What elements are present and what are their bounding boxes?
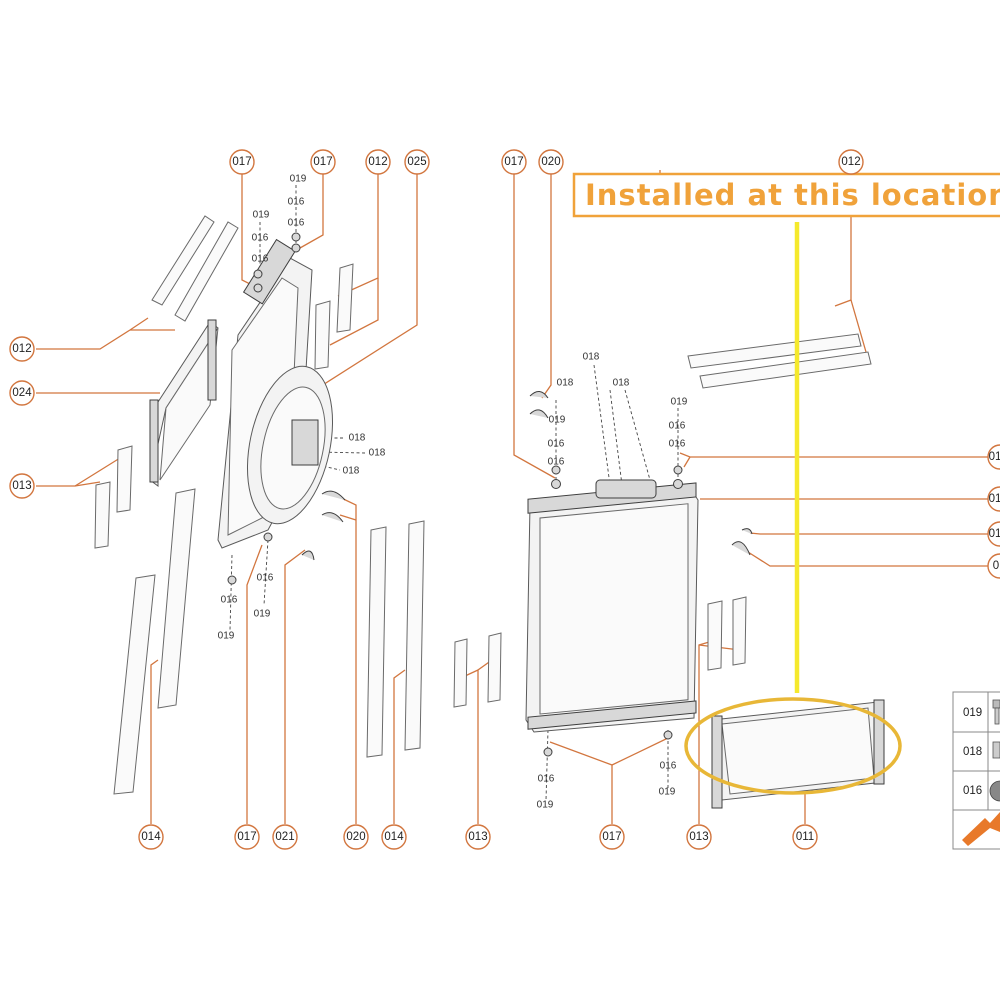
svg-text:017: 017 [504,156,523,168]
fastener-label: 018 [343,466,360,477]
callout: 013 [9,473,35,499]
fastener-label: 018 [613,378,630,389]
callout: 014 [138,824,164,850]
callouts-right: 01 01 01 0 [987,444,1000,579]
svg-text:01: 01 [989,528,1000,540]
fastener-label: 016 [221,595,238,606]
fastener-label: 016 [538,774,555,785]
callout: 017 [310,149,336,175]
svg-text:012: 012 [368,156,387,168]
callout: 025 [404,149,430,175]
callout: 01 [987,521,1000,547]
callout: 017 [501,149,527,175]
callout: 013 [686,824,712,850]
fastener-label: 016 [288,197,305,208]
svg-text:025: 025 [407,156,426,168]
installed-location-banner: Installed at this location [572,172,1000,218]
banner-text: Installed at this location [585,178,1000,212]
fastener-label: 016 [548,457,565,468]
callout: 020 [343,824,369,850]
direction-arrow-icon [962,812,1000,846]
svg-text:017: 017 [232,156,251,168]
fastener-label: 019 [659,787,676,798]
svg-text:020: 020 [541,156,560,168]
washer-icon [989,780,1000,802]
svg-text:01: 01 [989,493,1000,505]
svg-text:017: 017 [602,831,621,843]
svg-text:01: 01 [989,451,1000,463]
svg-text:017: 017 [313,156,332,168]
fastener-label: 016 [669,421,686,432]
svg-text:024: 024 [12,387,32,399]
radiator-left-assembly [217,232,346,585]
callout: 014 [381,824,407,850]
callouts-bottom: 014 017 021 020 014 013 017 013 011 [138,824,818,850]
callout: 012 [838,149,864,175]
callout: 01 [987,444,1000,470]
callout: 0 [987,553,1000,579]
condenser-024 [149,319,219,487]
fastener-label: 019 [254,609,271,620]
clip-icon [992,741,1000,759]
callout: 017 [234,824,260,850]
legend-code: 018 [963,746,982,758]
fastener-label: 019 [290,174,307,185]
fastener-label: 016 [257,573,274,584]
fastener-label: 018 [557,378,574,389]
fastener-label: 016 [252,254,269,265]
fastener-label: 019 [218,631,235,642]
fastener-label: 019 [549,415,566,426]
callout: 013 [465,824,491,850]
fastener-label: 016 [660,761,677,772]
foam-strips [94,215,872,795]
dashed-fastener-lines [229,185,679,801]
fastener-label: 016 [669,439,686,450]
callout: 017 [229,149,255,175]
callout: 020 [538,149,564,175]
svg-text:020: 020 [346,831,365,843]
svg-text:021: 021 [275,831,294,843]
svg-text:012: 012 [12,343,31,355]
callouts-top: 017 017 012 025 017 020 012 [229,149,864,175]
svg-text:013: 013 [689,831,708,843]
fastener-label: 018 [349,433,366,444]
svg-text:011: 011 [796,831,814,843]
fastener-label: 016 [288,218,305,229]
svg-text:014: 014 [141,831,161,843]
svg-text:012: 012 [841,156,860,168]
callout: 011 [792,824,818,850]
fastener-label: 018 [369,448,386,459]
callout: 017 [599,824,625,850]
svg-text:017: 017 [237,831,256,843]
callouts-left: 012 024 013 [9,336,35,499]
svg-text:0: 0 [993,560,999,572]
fastener-label: 016 [252,233,269,244]
condenser-011 [711,699,885,809]
svg-text:013: 013 [468,831,487,843]
callout: 01 [987,486,1000,512]
callout: 012 [365,149,391,175]
fastener-label: 016 [548,439,565,450]
svg-text:014: 014 [384,831,404,843]
fastener-label: 019 [253,210,270,221]
fastener-label: 019 [671,397,688,408]
callout: 012 [9,336,35,362]
fastener-label: 019 [537,800,554,811]
svg-text:013: 013 [12,480,31,492]
legend-code: 016 [963,785,982,797]
legend-code: 019 [963,707,982,719]
fastener-label: 018 [583,352,600,363]
highlight-ellipse [684,697,902,795]
callout: 021 [272,824,298,850]
fastener-labels: 019 016 016 019 016 016 018 018 018 016 … [218,174,688,811]
bolt-icon [992,699,1000,725]
fastener-legend: 019 018 016 [952,691,1000,850]
radiator-right [525,391,753,757]
callout: 024 [9,380,35,406]
